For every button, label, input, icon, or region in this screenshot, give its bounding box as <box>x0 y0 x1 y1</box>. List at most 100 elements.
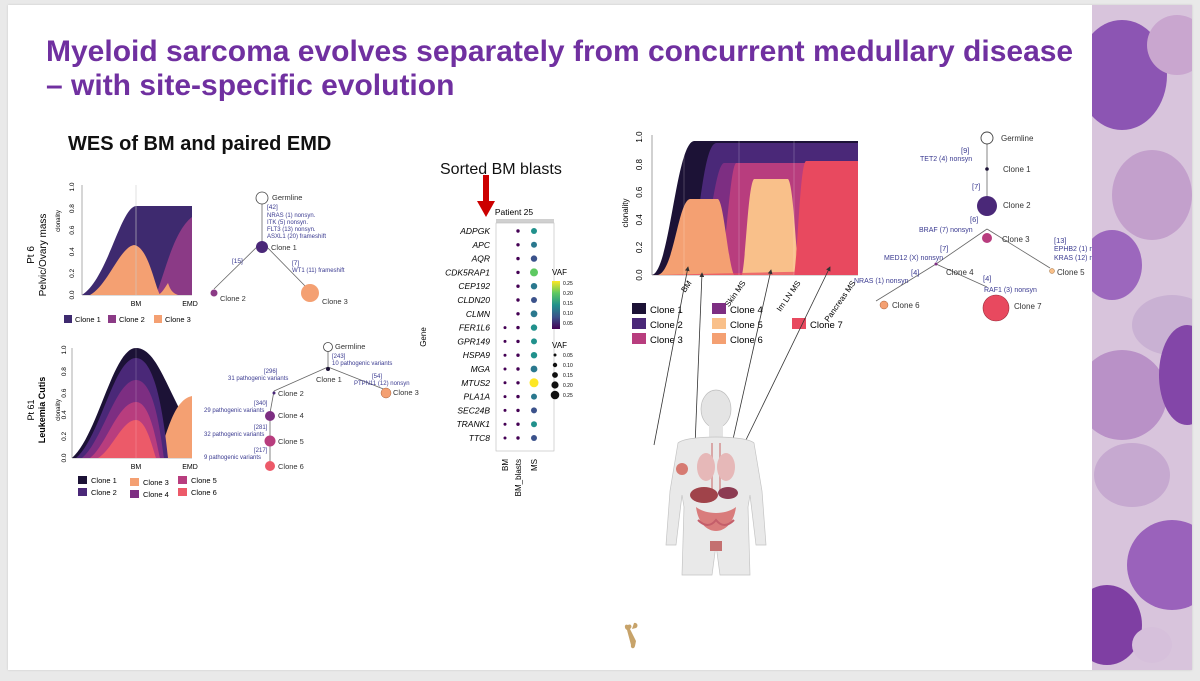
multisite-fish-plot: 0.00.20.40.60.81.0 clonality BM Skin MS … <box>621 131 858 323</box>
right-clone3-node <box>982 233 992 243</box>
dot-bm-blasts <box>516 298 520 302</box>
svg-text:[4]: [4] <box>911 268 919 277</box>
vaf-size-tick: 0.15 <box>563 373 573 379</box>
y-tick-label: 0.4 <box>69 247 76 256</box>
vaf-size-legend-title: VAF <box>552 341 567 350</box>
svg-text:Clone 3: Clone 3 <box>322 297 348 306</box>
gene-label: HSPA9 <box>463 350 491 360</box>
pt61-clone4-node <box>265 411 275 421</box>
pt61-clone3-node <box>380 387 392 399</box>
svg-text:10 pathogenic variants: 10 pathogenic variants <box>332 361 392 367</box>
gene-label: TTC8 <box>469 433 491 443</box>
pt61-clone1-node <box>326 367 330 371</box>
svg-text:Clone 1: Clone 1 <box>271 243 297 252</box>
vaf-size-dot <box>553 353 557 357</box>
svg-text:[340]: [340] <box>254 401 268 407</box>
svg-text:32 pathogenic variants: 32 pathogenic variants <box>204 432 264 438</box>
y-tick-label: 0.2 <box>635 241 644 253</box>
svg-text:31 pathogenic variants: 31 pathogenic variants <box>228 376 288 382</box>
pt61-xtick-emd: EMD <box>182 464 198 471</box>
svg-text:[54]: [54] <box>372 374 382 380</box>
dot-bm-blasts <box>516 243 520 247</box>
pt6-xtick-emd: EMD <box>182 301 198 308</box>
vaf-color-tick: 0.05 <box>563 321 573 327</box>
svg-text:Clone 1: Clone 1 <box>91 476 117 485</box>
y-tick-label: 0.8 <box>69 204 76 213</box>
dot-ms <box>531 338 537 345</box>
svg-text:KRAS (12) nonsyn: KRAS (12) nonsyn <box>1054 255 1112 262</box>
dot-bm-blasts <box>516 325 520 330</box>
dot-bm-blasts <box>516 367 520 371</box>
svg-text:Clone 3: Clone 3 <box>143 478 169 487</box>
dot-ms <box>529 378 539 388</box>
svg-text:Germline: Germline <box>1001 134 1034 143</box>
svg-text:Clone 7: Clone 7 <box>1014 302 1042 311</box>
multisite-legend: Clone 1 Clone 2 Clone 3 Clone 4 Clone 5 … <box>632 303 843 346</box>
svg-text:Clone 3: Clone 3 <box>1002 235 1030 244</box>
pt61-fish-plot: Pt 61 Leukemia Cutis clonality 0.00.20.4… <box>26 345 217 499</box>
svg-text:NRAS (1) nonsyn.: NRAS (1) nonsyn. <box>267 213 316 219</box>
dot-bm-blasts <box>516 339 520 344</box>
wes-subtitle: WES of BM and paired EMD <box>68 133 332 155</box>
y-tick-label: 0.2 <box>69 269 76 278</box>
pt61-xtick-bm: BM <box>131 464 142 471</box>
dot-bm <box>503 353 507 357</box>
dot-bm <box>503 367 507 371</box>
pt6-fish-plot: Pt 6 Pelvic/Ovary mass clonality 0.00.20… <box>26 182 198 324</box>
pt6-clone2-area <box>156 217 192 295</box>
pt61-y-axis-label: clonality <box>56 399 62 421</box>
y-tick-label: 0.6 <box>635 186 644 198</box>
pt6-site-label: Pelvic/Ovary mass <box>38 214 49 297</box>
svg-text:ASXL1 (20) frameshift: ASXL1 (20) frameshift <box>267 234 326 240</box>
pt61-germline-node <box>323 342 333 352</box>
svg-text:[7]: [7] <box>972 182 980 191</box>
svg-text:PTPN11 (12) nonsyn: PTPN11 (12) nonsyn <box>354 381 410 387</box>
right-y-axis-label: clonality <box>621 199 630 228</box>
dot-bm-blasts <box>516 229 520 233</box>
pt61-clone6-node <box>265 461 275 471</box>
svg-text:Clone 2: Clone 2 <box>220 294 246 303</box>
gene-label: CLDN20 <box>457 295 490 305</box>
y-tick-label: 0.2 <box>61 432 68 441</box>
dot-bm <box>503 408 507 412</box>
pt6-xtick-bm: BM <box>131 301 142 308</box>
vaf-color-tick: 0.25 <box>563 281 573 287</box>
sample-label: BM_blasts <box>514 459 523 496</box>
vaf-size-dot <box>552 372 558 378</box>
right-clone4-node <box>934 262 938 266</box>
vaf-legends: VAF 0.250.200.150.100.05 VAF 0.050.100.1… <box>550 268 573 400</box>
gene-label: PLA1A <box>464 392 491 402</box>
body-silhouette <box>665 389 767 576</box>
svg-text:NRAS (1) nonsyn: NRAS (1) nonsyn <box>854 278 909 285</box>
dot-ms <box>530 324 538 331</box>
dot-ms <box>531 407 537 414</box>
vaf-size-tick: 0.05 <box>563 353 573 359</box>
dot-ms <box>531 228 537 234</box>
svg-text:[4]: [4] <box>983 274 991 283</box>
y-tick-label: 0.0 <box>61 453 68 462</box>
svg-text:Clone 1: Clone 1 <box>75 315 101 324</box>
dot-ms <box>531 435 537 441</box>
gene-label: CDK5RAP1 <box>445 267 490 277</box>
pt6-germline-node <box>255 191 269 205</box>
pt6-clone3-area <box>90 245 160 295</box>
right-clone2-node <box>977 196 997 216</box>
dot-bm-blasts <box>516 256 520 261</box>
svg-text:Clone 2: Clone 2 <box>91 488 117 497</box>
svg-text:Clone 1: Clone 1 <box>316 375 342 384</box>
svg-text:Clone 3: Clone 3 <box>165 315 191 324</box>
svg-text:Clone 7: Clone 7 <box>810 320 843 331</box>
svg-text:Clone 4: Clone 4 <box>278 411 304 420</box>
vaf-size-tick: 0.20 <box>563 383 573 389</box>
svg-text:RAF1 (3) nonsyn: RAF1 (3) nonsyn <box>984 287 1037 294</box>
microscopy-image <box>1092 5 1192 670</box>
dot-ms <box>530 365 538 373</box>
svg-text:[7]: [7] <box>940 244 948 253</box>
svg-text:Clone 1: Clone 1 <box>1003 165 1031 174</box>
svg-text:Clone 5: Clone 5 <box>278 437 304 446</box>
sample-label: BM <box>501 459 510 471</box>
dot-bm <box>503 326 507 330</box>
y-tick-label: 1.0 <box>635 131 644 143</box>
pt61-site-label: Leukemia Cutis <box>37 377 47 444</box>
pt61-clonal-tree: Germline [243] 10 pathogenic variants Cl… <box>204 342 419 471</box>
